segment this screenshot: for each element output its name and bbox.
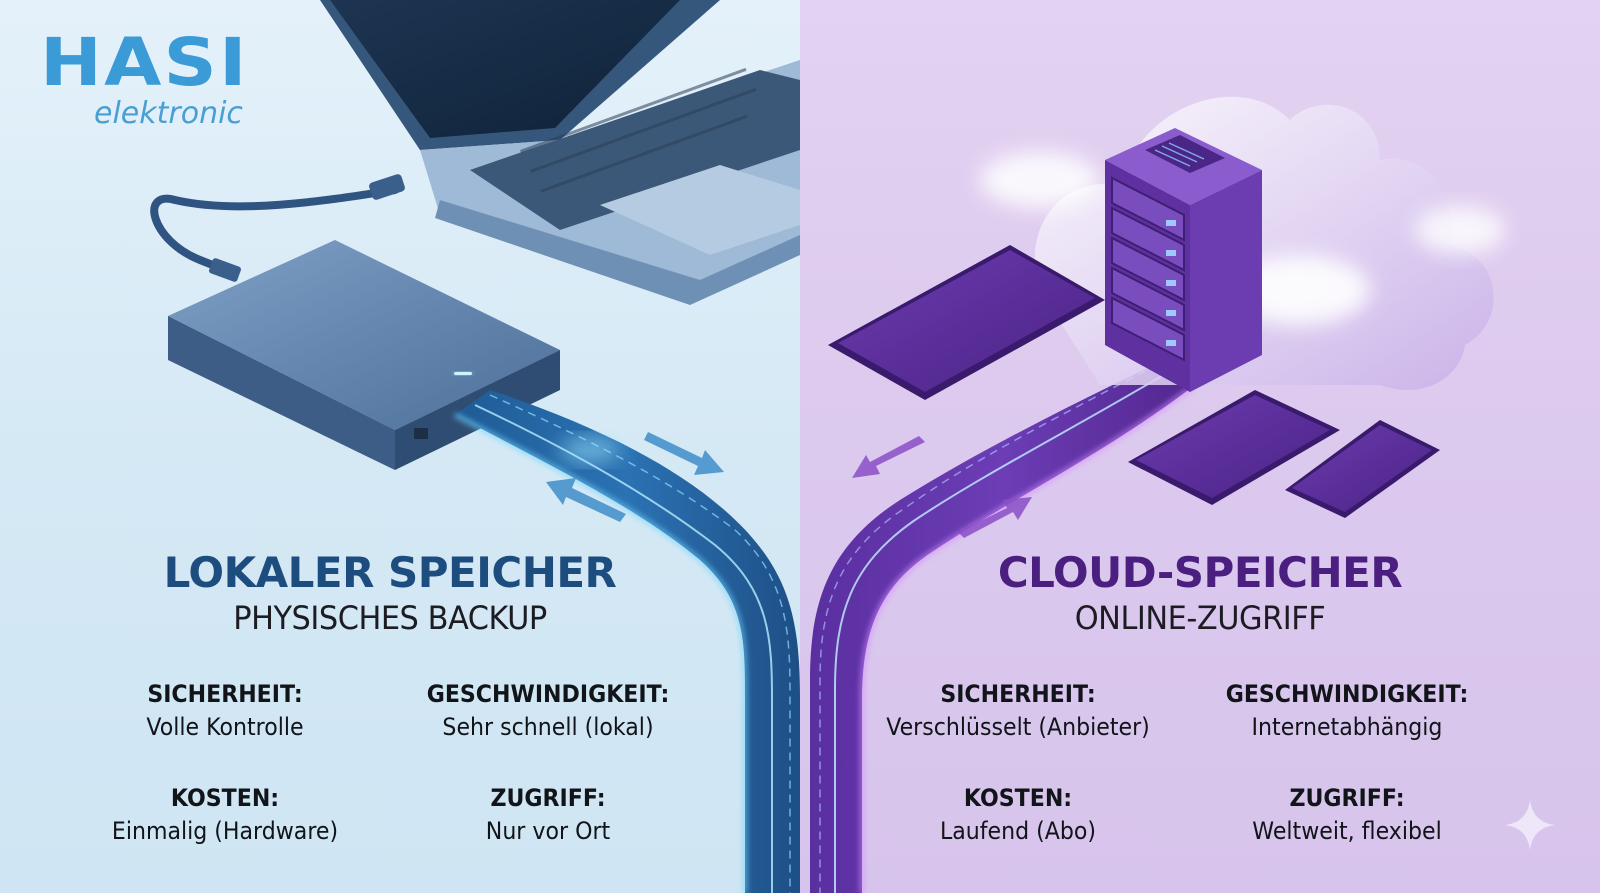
- feature-label: GESCHWINDIGKEIT:: [1225, 680, 1469, 708]
- cloud-storage-title: CLOUD-SPEICHER: [997, 548, 1403, 597]
- feature-value: Einmalig (Hardware): [111, 817, 339, 845]
- cloud-feature-access: ZUGRIFF: Weltweit, flexibel: [1197, 782, 1497, 848]
- brand-logo: HASI elektronic: [40, 30, 270, 132]
- local-storage-subtitle: PHYSISCHES BACKUP: [233, 599, 547, 637]
- cloud-feature-security: SICHERHEIT: Verschlüsselt (Anbieter): [868, 678, 1168, 744]
- local-feature-speed: GESCHWINDIGKEIT: Sehr schnell (lokal): [398, 678, 698, 744]
- feature-value: Internetabhängig: [1251, 713, 1443, 741]
- feature-label: KOSTEN:: [170, 784, 280, 812]
- feature-value: Volle Kontrolle: [146, 713, 304, 741]
- local-storage-title: LOKALER SPEICHER: [163, 548, 617, 597]
- sparkle-icon: [1505, 800, 1555, 850]
- cloud-storage-panel: [800, 0, 1600, 893]
- feature-value: Sehr schnell (lokal): [442, 713, 654, 741]
- feature-value: Nur vor Ort: [485, 817, 611, 845]
- local-feature-cost: KOSTEN: Einmalig (Hardware): [75, 782, 375, 848]
- feature-label: SICHERHEIT:: [940, 680, 1096, 708]
- cloud-feature-speed: GESCHWINDIGKEIT: Internetabhängig: [1197, 678, 1497, 744]
- cloud-feature-cost: KOSTEN: Laufend (Abo): [868, 782, 1168, 848]
- cloud-storage-subtitle: ONLINE-ZUGRIFF: [1074, 599, 1326, 637]
- feature-label: ZUGRIFF:: [490, 784, 606, 812]
- cloud-storage-heading: CLOUD-SPEICHER ONLINE-ZUGRIFF: [960, 548, 1440, 638]
- feature-label: KOSTEN:: [963, 784, 1073, 812]
- brand-name: HASI: [40, 24, 249, 101]
- local-feature-security: SICHERHEIT: Volle Kontrolle: [75, 678, 375, 744]
- feature-value: Verschlüsselt (Anbieter): [886, 713, 1150, 741]
- local-storage-panel: [0, 0, 800, 893]
- feature-label: GESCHWINDIGKEIT:: [426, 680, 670, 708]
- feature-label: ZUGRIFF:: [1289, 784, 1405, 812]
- feature-value: Weltweit, flexibel: [1252, 817, 1442, 845]
- local-storage-heading: LOKALER SPEICHER PHYSISCHES BACKUP: [120, 548, 660, 638]
- feature-label: SICHERHEIT:: [147, 680, 303, 708]
- local-feature-access: ZUGRIFF: Nur vor Ort: [398, 782, 698, 848]
- feature-value: Laufend (Abo): [939, 817, 1097, 845]
- brand-tagline: elektronic: [94, 96, 243, 131]
